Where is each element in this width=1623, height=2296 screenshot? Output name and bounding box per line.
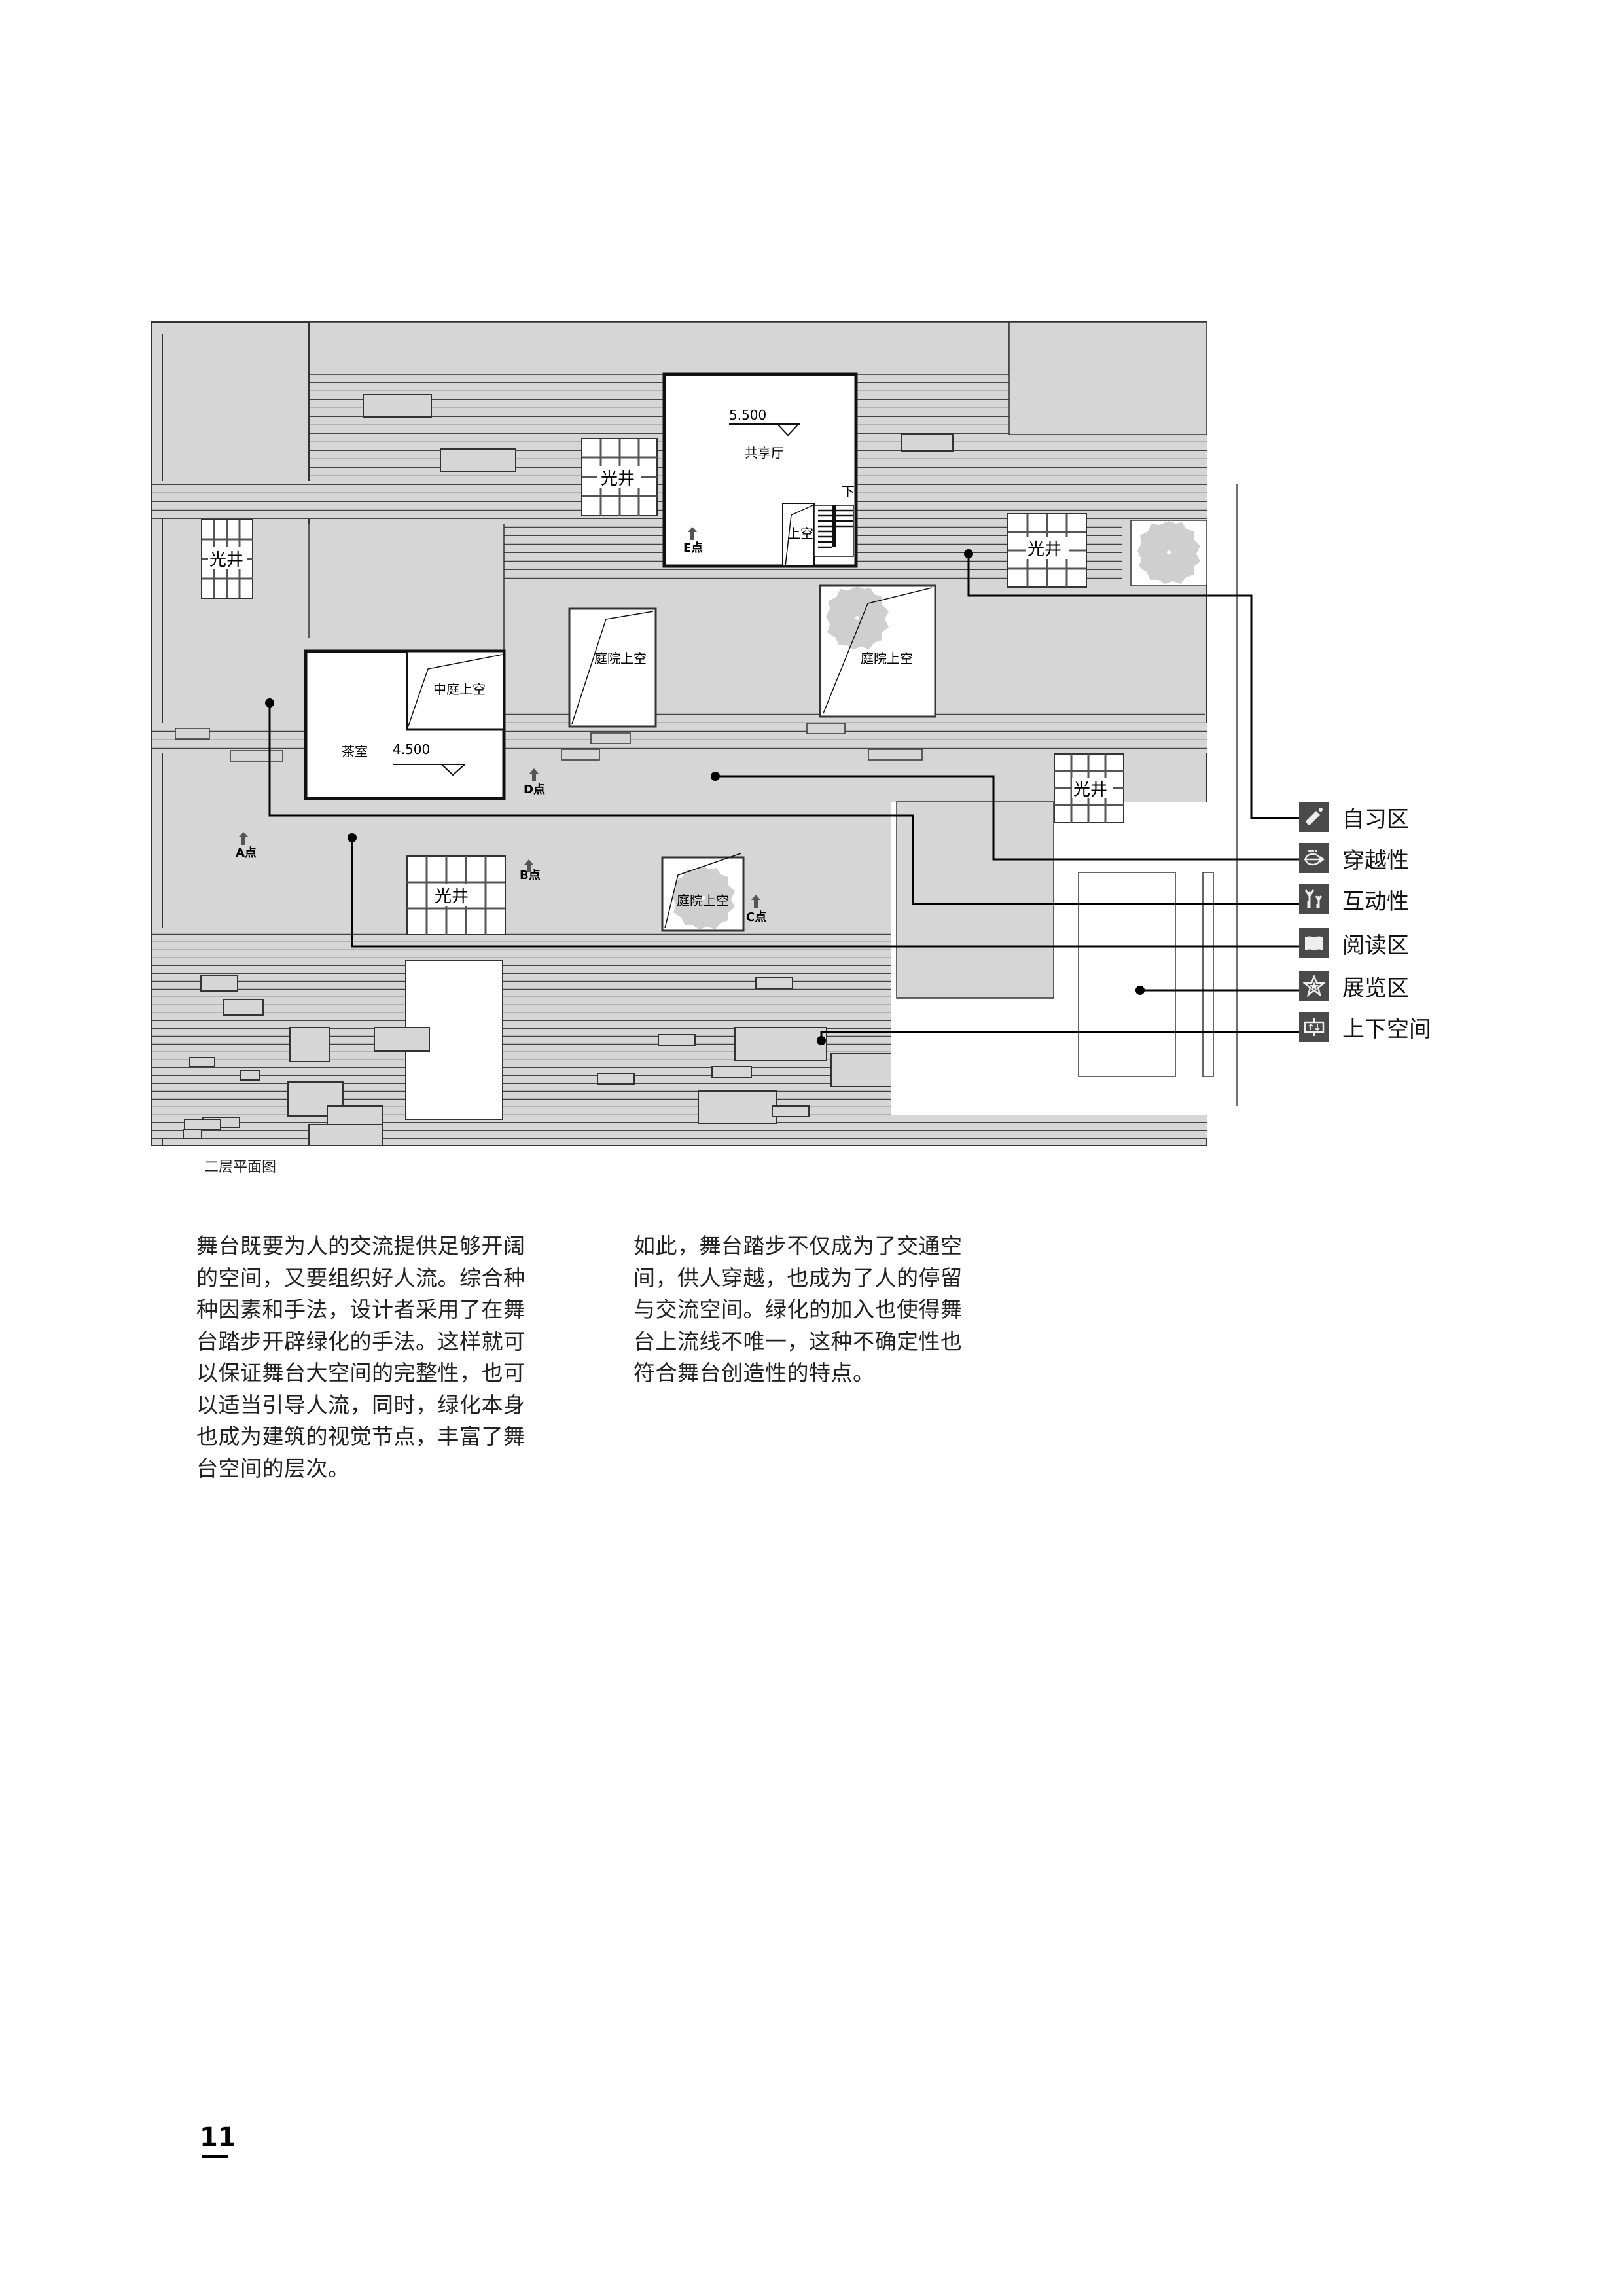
people-interaction-icon — [1299, 884, 1329, 914]
svg-text:光井: 光井 — [1073, 780, 1107, 800]
svg-text:光井: 光井 — [209, 550, 243, 570]
svg-text:B点: B点 — [520, 868, 541, 882]
body-text-column-2: 如此，舞台踏步不仅成为了交通空间，供人穿越，也成为了人的停留与交流空间。绿化的加… — [633, 1233, 963, 1386]
svg-text:上空: 上空 — [787, 526, 813, 541]
legend-item-up-down-space: 上下空间 — [1299, 1012, 1431, 1043]
svg-text:中庭上空: 中庭上空 — [433, 681, 486, 697]
svg-text:4.500: 4.500 — [393, 742, 430, 757]
legend-item-exhibition: 展览区 — [1299, 971, 1409, 1001]
svg-text:共享厅: 共享厅 — [745, 445, 784, 461]
svg-text:光井: 光井 — [1027, 540, 1061, 560]
lightwell-2: 光井 — [201, 519, 253, 599]
courtyard-void-3: 庭院上空 — [661, 853, 745, 932]
svg-text:茶室: 茶室 — [342, 744, 368, 759]
page-number: 11 — [200, 2123, 236, 2153]
legend-item-pass-through: 穿越性 — [1299, 843, 1409, 874]
svg-text:下: 下 — [842, 484, 855, 499]
svg-text:光井: 光井 — [435, 887, 469, 906]
floor-plan-drawing: 5.500 共享厅 上空 下 E点 中庭上空 茶室 4.500 光井 光井 光井 — [151, 321, 1299, 1146]
lightwell-1: 光井 — [581, 438, 658, 516]
legend-item-interaction: 互动性 — [1299, 884, 1409, 915]
svg-text:A点: A点 — [236, 846, 257, 860]
svg-text:光井: 光井 — [601, 469, 635, 489]
open-book-icon — [1299, 928, 1329, 958]
courtyard-void-2: 庭院上空 — [819, 584, 936, 718]
legend-item-self-study: 自习区 — [1299, 802, 1409, 833]
up-down-arrows-icon — [1299, 1012, 1329, 1042]
tea-room: 中庭上空 茶室 4.500 — [304, 649, 506, 800]
svg-text:C点: C点 — [746, 910, 766, 924]
svg-text:庭院上空: 庭院上空 — [677, 893, 729, 908]
legend-item-reading: 阅读区 — [1299, 928, 1409, 959]
figure-caption: 二层平面图 — [204, 1159, 277, 1175]
lightwell-5: 光井 — [406, 855, 506, 935]
star-icon — [1299, 971, 1329, 1001]
svg-text:5.500: 5.500 — [729, 407, 766, 423]
lightwell-3: 光井 — [1007, 513, 1087, 588]
body-text-column-1: 舞台既要为人的交流提供足够开阔的空间，又要组织好人流。综合种种因素和手法，设计者… — [196, 1233, 526, 1481]
svg-text:E点: E点 — [683, 541, 703, 555]
page-number-underline — [202, 2155, 228, 2158]
shared-hall-room: 5.500 共享厅 上空 下 E点 — [662, 372, 858, 568]
svg-text:D点: D点 — [524, 782, 545, 797]
pen-icon — [1299, 802, 1329, 832]
pass-through-icon — [1299, 843, 1329, 873]
svg-text:庭院上空: 庭院上空 — [594, 651, 647, 666]
courtyard-void-1: 庭院上空 — [568, 607, 657, 728]
lightwell-4: 光井 — [1054, 753, 1124, 823]
svg-text:庭院上空: 庭院上空 — [861, 651, 913, 666]
